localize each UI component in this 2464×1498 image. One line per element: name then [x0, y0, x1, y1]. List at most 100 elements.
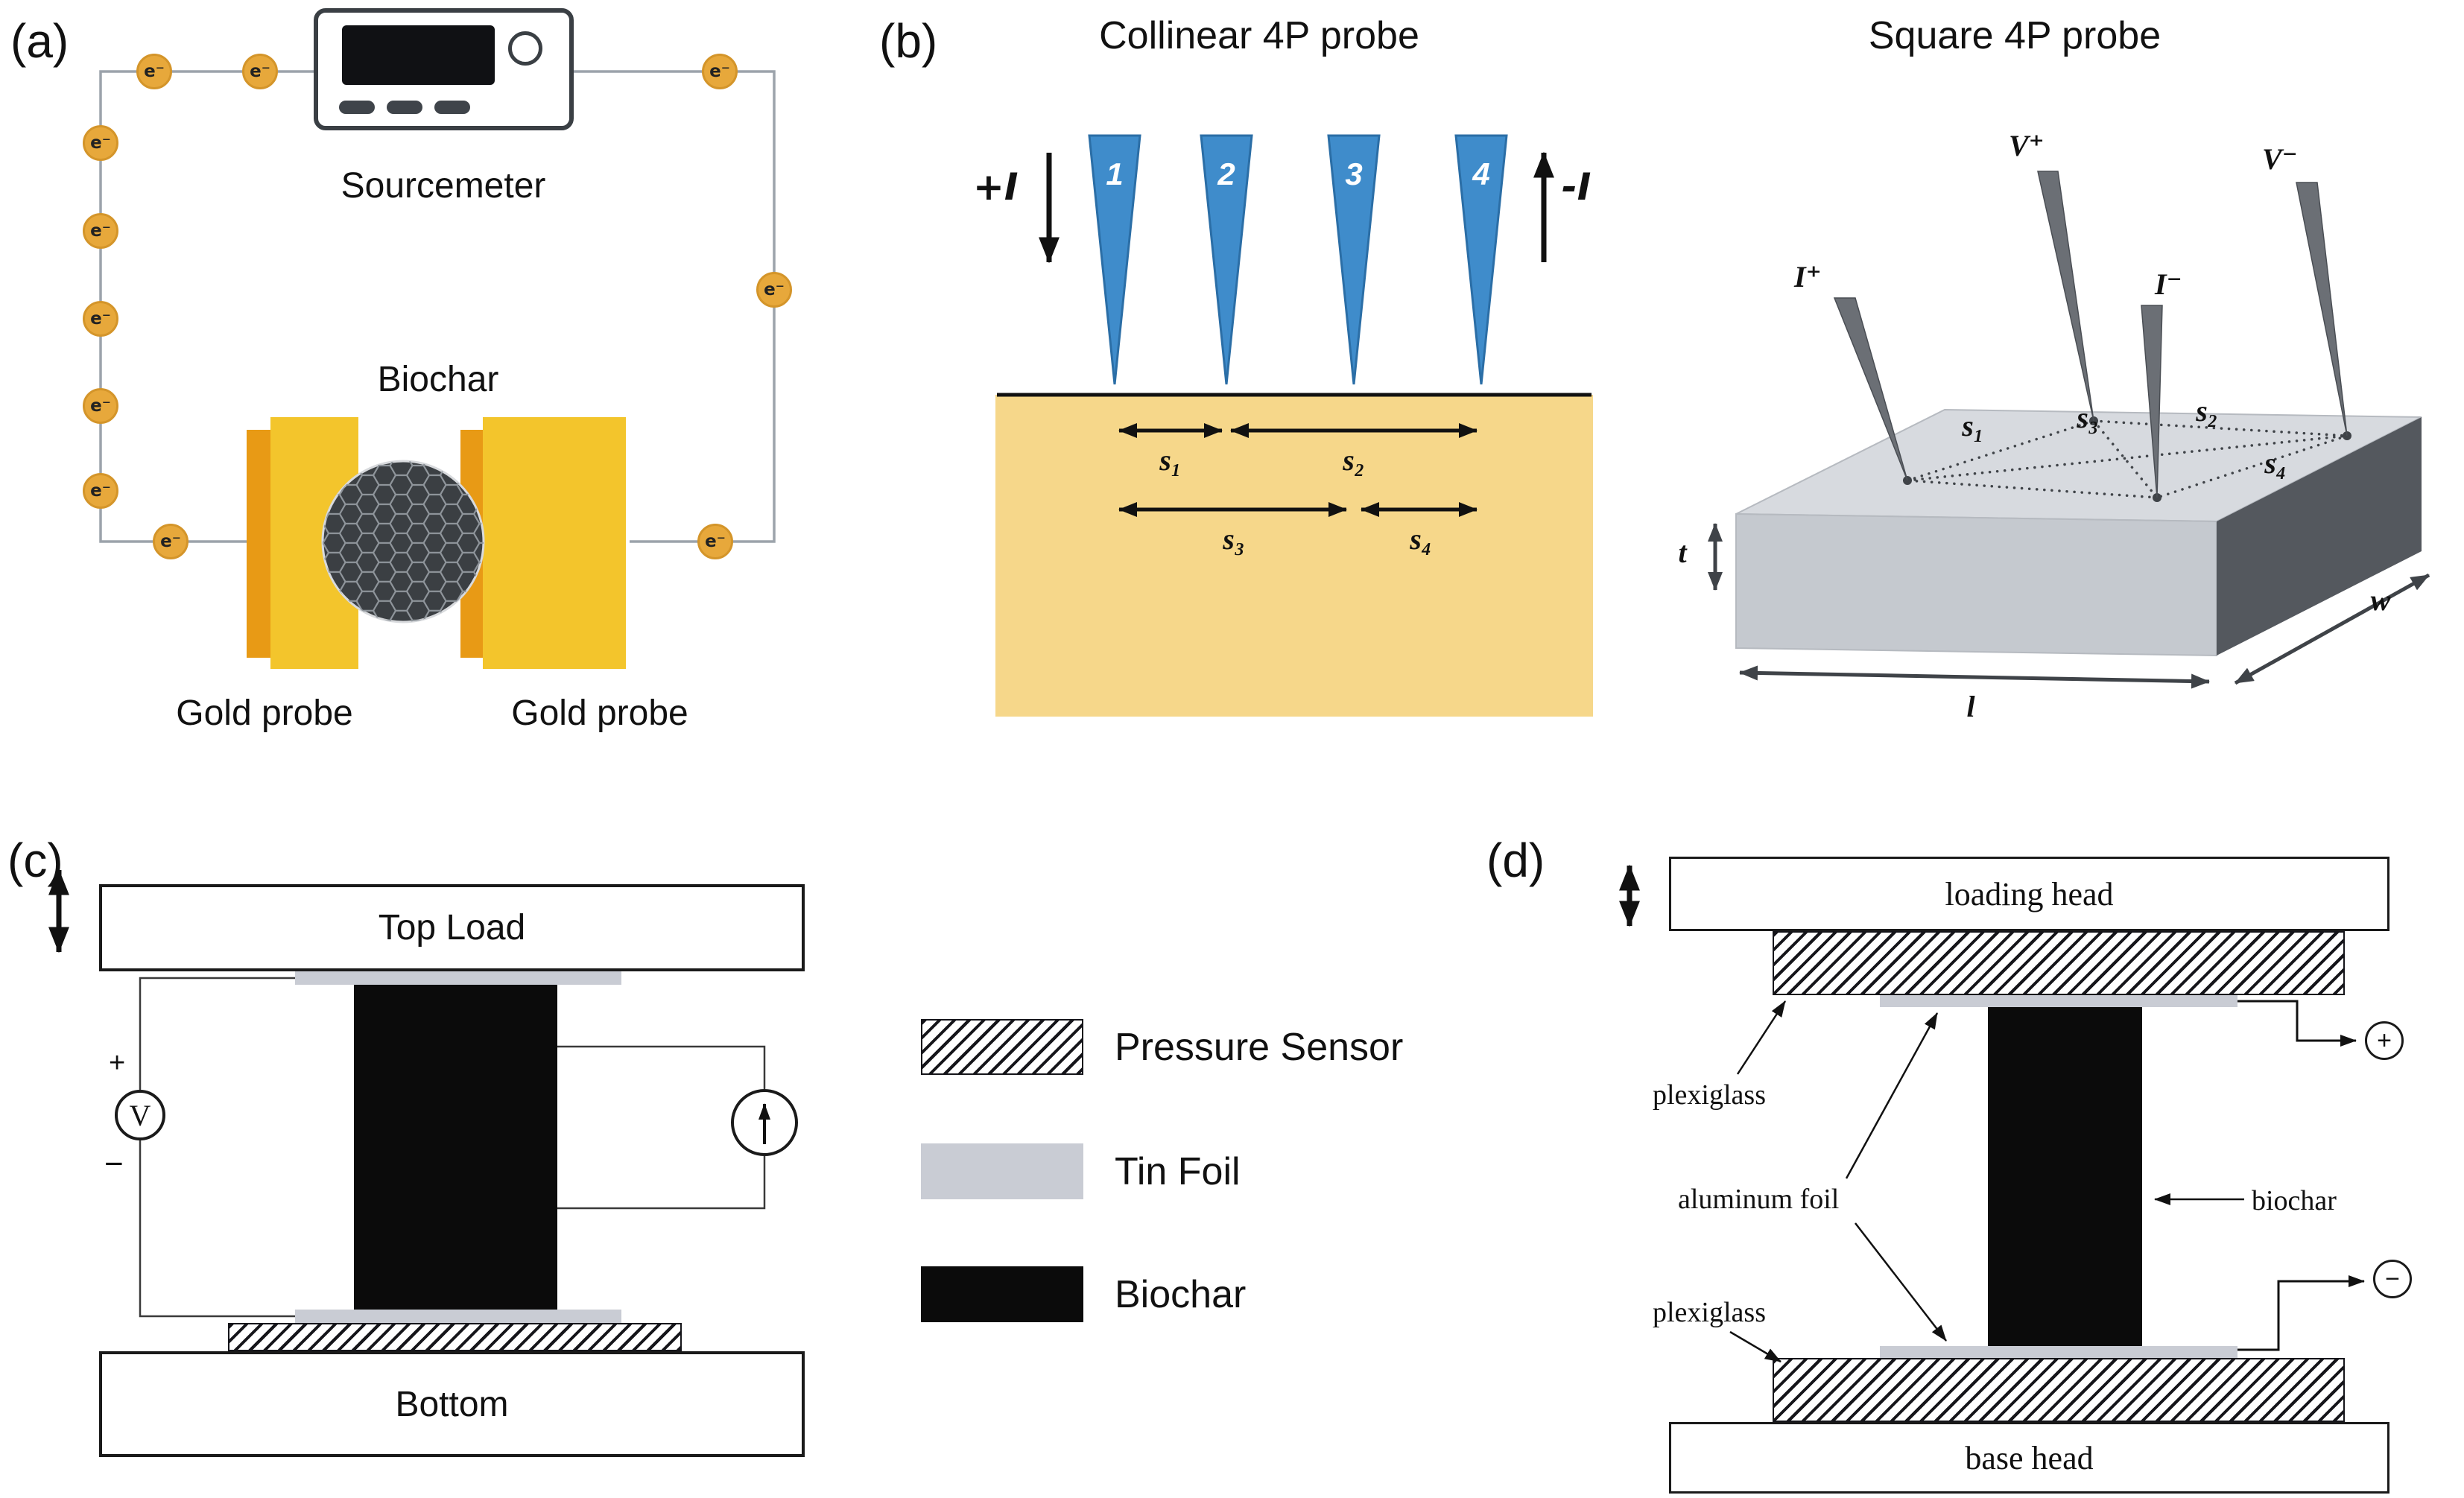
width-label: w — [2370, 583, 2391, 617]
honeycomb-pattern — [323, 461, 484, 622]
electron-label: e⁻ — [144, 62, 165, 81]
collinear-title: Collinear 4P probe — [1099, 14, 1419, 57]
legend-swatch-biochar — [921, 1266, 1083, 1322]
gold-probe-right — [483, 417, 626, 669]
electron-badge: e⁻ — [83, 213, 118, 249]
plexiglass-top-label: plexiglass — [1653, 1079, 1766, 1111]
positive-terminal-sign: + — [2377, 1026, 2392, 1055]
plexiglass-top-pointer — [1736, 1000, 1787, 1075]
width-arrow — [2234, 573, 2430, 685]
legend-swatch-tin-foil — [921, 1143, 1083, 1199]
pointer-arrows — [1729, 1000, 2244, 1363]
legend-label-biochar: Biochar — [1115, 1273, 1247, 1316]
bottom-label: Bottom — [395, 1384, 509, 1424]
sourcemeter-knob — [508, 31, 542, 66]
terminal-i-minus-label: I⁻ — [2155, 267, 2182, 301]
electron-badge: e⁻ — [136, 54, 172, 89]
biochar-pointer-label: biochar — [2252, 1185, 2337, 1216]
terminal-v-minus-label: V⁻ — [2262, 142, 2298, 176]
current-wire-top — [557, 1045, 766, 1089]
aluminum-foil-bottom — [1880, 1346, 2237, 1358]
bottom-plate: Bottom — [99, 1351, 805, 1457]
needle-i-minus — [2141, 305, 2163, 498]
probe-number-2: 2 — [1217, 156, 1235, 191]
probe-number-3: 3 — [1345, 156, 1362, 191]
sourcemeter-button — [339, 101, 375, 114]
electron-label: e⁻ — [90, 221, 111, 241]
electron-badge: e⁻ — [83, 125, 118, 161]
gold-probe-left-label: Gold probe — [176, 694, 353, 733]
aluminum-foil-bottom-pointer — [1855, 1222, 1947, 1342]
sourcemeter-button — [387, 101, 422, 114]
thickness-label: t — [1678, 536, 1687, 569]
voltmeter: V — [115, 1090, 165, 1140]
length-arrow — [1739, 665, 2210, 689]
voltmeter-wire-bottom — [139, 1140, 295, 1318]
biochar-label-a: Biochar — [377, 360, 499, 399]
top-load-plate: Top Load — [99, 884, 805, 971]
panel-a-letter: (a) — [10, 14, 69, 68]
terminal-v-plus-label: V⁺ — [2009, 129, 2045, 162]
voltmeter-plus-sign: + — [109, 1047, 126, 1079]
electron-label: e⁻ — [90, 481, 111, 501]
electron-badge: e⁻ — [697, 524, 733, 559]
pressure-sensor-layer — [228, 1323, 682, 1351]
loading-head-label: loading head — [1945, 875, 2114, 913]
needle-i-plus — [1833, 297, 1908, 481]
substrate — [995, 395, 1593, 717]
square-s1-label: s₁ — [1962, 409, 1984, 442]
base-head-label: base head — [1965, 1439, 2094, 1476]
spacing-s4-label: s₄ — [1410, 522, 1432, 556]
electron-badge: e⁻ — [756, 272, 792, 308]
positive-terminal: + — [2365, 1021, 2404, 1060]
electron-label: e⁻ — [705, 532, 726, 551]
negative-terminal-wire — [2237, 1275, 2365, 1351]
probe-number-1: 1 — [1106, 156, 1123, 191]
electron-label: e⁻ — [160, 532, 181, 551]
legend-label-tin-foil: Tin Foil — [1115, 1150, 1241, 1193]
sourcemeter-button — [434, 101, 470, 114]
legend-label-pressure-sensor: Pressure Sensor — [1115, 1026, 1404, 1069]
collinear-probes: 1 2 3 4 — [1088, 134, 1508, 385]
negative-terminal: − — [2373, 1260, 2412, 1298]
aluminum-foil-top — [1880, 995, 2237, 1007]
square-probe-needles — [1833, 171, 2348, 498]
top-load-label: Top Load — [378, 908, 526, 948]
electron-badge: e⁻ — [153, 524, 189, 559]
base-head: base head — [1669, 1422, 2389, 1494]
sourcemeter-label: Sourcemeter — [341, 166, 546, 206]
probe-square-dotted-lines — [1906, 419, 2349, 499]
plexiglass-bottom-layer — [1773, 1358, 2345, 1422]
probe-number-4: 4 — [1472, 156, 1489, 191]
terminal-i-plus-label: I⁺ — [1794, 260, 1822, 293]
square-s3-label: s₃ — [2077, 401, 2099, 434]
electron-label: e⁻ — [764, 280, 785, 299]
positive-terminal-wire — [2237, 1000, 2357, 1047]
electron-badge: e⁻ — [702, 54, 738, 89]
biochar-sample-disc — [317, 456, 489, 627]
gold-probe-right-label: Gold probe — [511, 694, 688, 733]
slab-front-face — [1735, 512, 2217, 657]
spacing-s3-label: s₃ — [1223, 522, 1245, 556]
legend-swatch-pressure-sensor — [921, 1019, 1083, 1075]
probe-tip-2 — [1200, 134, 1253, 385]
electron-label: e⁻ — [90, 133, 111, 153]
biochar-column-d — [1988, 1007, 2142, 1346]
electron-badge: e⁻ — [83, 473, 118, 509]
plexiglass-bottom-label: plexiglass — [1653, 1297, 1766, 1328]
sourcemeter-device — [314, 8, 574, 130]
sample-slab — [1735, 408, 2422, 657]
spacing-s1-label: s₁ — [1159, 443, 1182, 477]
needle-v-plus — [2037, 171, 2094, 422]
tin-foil-top — [295, 971, 621, 985]
negative-terminal-sign: − — [2385, 1264, 2400, 1293]
probe-tip-4 — [1454, 134, 1508, 385]
aluminum-foil-label: aluminum foil — [1678, 1184, 1840, 1215]
electron-badge: e⁻ — [83, 388, 118, 424]
probe-tip-3 — [1327, 134, 1381, 385]
loading-head: loading head — [1669, 857, 2389, 931]
voltmeter-wire-top — [139, 977, 295, 1090]
sourcemeter-display — [342, 25, 495, 85]
